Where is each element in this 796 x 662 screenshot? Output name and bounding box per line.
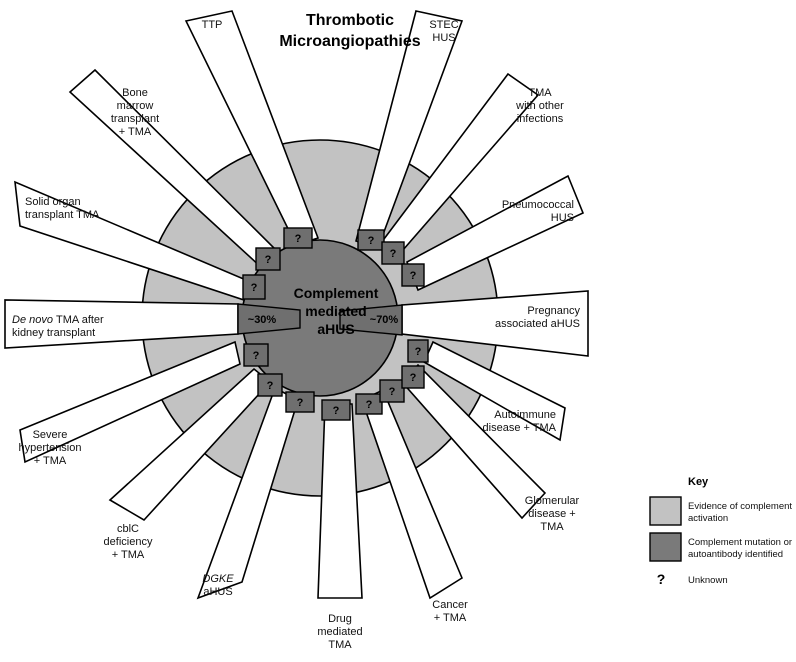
spoke-ttp: [184, 10, 320, 246]
label-bone-marrow-tma-line-4: + TMA: [119, 126, 152, 138]
legend-mutation-line-1: Complement mutation or: [688, 537, 792, 548]
unknown-mark: ?: [267, 380, 274, 392]
label-stec-hus-line-2: HUS: [432, 32, 455, 44]
legend-heading: Key: [688, 476, 709, 488]
unknown-mark: ?: [389, 386, 396, 398]
unknown-box: [257, 373, 283, 397]
label-cblc-deficiency-line-3: + TMA: [112, 549, 145, 561]
label-solid-organ-tma-line-1: Solid organ: [25, 196, 81, 208]
unknown-box: [242, 274, 266, 300]
label-bone-marrow-tma-line-1: Bone: [122, 87, 148, 99]
label-drug-tma-line-2: mediated: [317, 626, 362, 638]
unknown-box: [401, 365, 425, 389]
unknown-mark: ?: [251, 282, 258, 294]
unknown-mark: ?: [410, 270, 417, 282]
label-pneumococcal-hus-line-2: HUS: [551, 212, 574, 224]
right-percent-wedge: ~70%: [339, 304, 403, 336]
label-ttp-line-1: TTP: [202, 19, 223, 31]
unknown-box: [407, 339, 429, 363]
label-pregnancy-ahus-line-2: associated aHUS: [495, 318, 580, 330]
center-line-2: mediated: [305, 303, 366, 319]
left-percent-wedge: ~30%: [237, 303, 301, 335]
label-glomerular-tma-line-1: Glomerular: [525, 495, 580, 507]
legend-unknown-label: Unknown: [688, 575, 728, 586]
legend-swatch-evidence: [649, 496, 682, 526]
spoke-pneumococcal-hus: [405, 174, 585, 292]
unknown-mark: ?: [333, 405, 340, 417]
unknown-box: [357, 229, 385, 251]
legend: Key Evidence of complement activation Co…: [649, 476, 792, 587]
label-pneumococcal-hus-line-1: Pneumococcal: [502, 199, 574, 211]
unknown-box: [243, 343, 269, 367]
label-bone-marrow-tma-line-3: transplant: [111, 113, 159, 125]
spoke-drug-tma: [317, 403, 363, 599]
label-severe-hypertension-line-2: hypertension: [19, 442, 82, 454]
unknown-mark: ?: [410, 372, 417, 384]
label-glomerular-tma-line-2: disease +: [528, 508, 575, 520]
percent-right-label: ~70%: [370, 314, 399, 326]
label-bone-marrow-tma-line-2: marrow: [117, 100, 154, 112]
label-severe-hypertension-line-1: Severe: [33, 429, 68, 441]
unknown-box: [381, 241, 405, 265]
label-stec-hus-line-1: STEC: [429, 19, 458, 31]
unknown-mark: ?: [297, 397, 304, 409]
unknown-markers-group: ??????????????: [242, 227, 429, 421]
unknown-mark: ?: [253, 350, 260, 362]
legend-question-mark: ?: [657, 571, 666, 587]
label-autoimmune-tma-line-2: disease + TMA: [483, 422, 557, 434]
center-line-3: aHUS: [317, 321, 354, 337]
label-glomerular-tma-line-3: TMA: [540, 521, 564, 533]
label-cancer-tma-line-2: + TMA: [434, 612, 467, 624]
label-de-novo-tma-line-2: kidney transplant: [12, 327, 95, 339]
label-tma-other-infections-line-2: with other: [515, 100, 564, 112]
diagram-title-line-1: Thrombotic: [306, 12, 394, 29]
unknown-box: [255, 247, 281, 271]
spokes-group: [4, 10, 589, 600]
label-tma-other-infections-line-3: infections: [517, 113, 564, 125]
diagram-title-line-2: Microangiopathies: [279, 33, 420, 50]
unknown-mark: ?: [390, 248, 397, 260]
unknown-mark: ?: [265, 254, 272, 266]
label-drug-tma-line-3: TMA: [328, 639, 352, 651]
unknown-box: [283, 227, 313, 249]
label-solid-organ-tma-line-2: transplant TMA: [25, 209, 100, 221]
label-dgke-ahus-line-1: DGKE: [202, 573, 234, 585]
label-autoimmune-tma-line-1: Autoimmune: [494, 409, 556, 421]
unknown-mark: ?: [366, 399, 373, 411]
label-severe-hypertension-line-3: + TMA: [34, 455, 67, 467]
unknown-box: [321, 399, 351, 421]
label-cancer-tma-line-1: Cancer: [432, 599, 468, 611]
label-cblc-deficiency-line-1: cblC: [117, 523, 139, 535]
unknown-box: [401, 263, 425, 287]
unknown-box: [285, 391, 315, 413]
spoke-severe-hypertension: [19, 340, 241, 464]
label-dgke-ahus-line-2: aHUS: [203, 586, 232, 598]
percent-left-label: ~30%: [248, 314, 277, 326]
unknown-box: [379, 379, 405, 403]
legend-swatch-mutation: [649, 532, 682, 562]
unknown-mark: ?: [415, 346, 422, 358]
unknown-mark: ?: [295, 233, 302, 245]
legend-mutation-line-2: autoantibody identified: [688, 549, 783, 560]
center-line-1: Complement: [294, 285, 379, 301]
label-pregnancy-ahus-line-1: Pregnancy: [527, 305, 580, 317]
label-tma-other-infections-line-1: TMA: [528, 87, 552, 99]
label-drug-tma-line-1: Drug: [328, 613, 352, 625]
legend-evidence-line-2: activation: [688, 513, 728, 524]
label-cblc-deficiency-line-2: deficiency: [104, 536, 153, 548]
legend-evidence-line-1: Evidence of complement: [688, 501, 792, 512]
unknown-box: [355, 393, 383, 415]
unknown-mark: ?: [368, 235, 375, 247]
label-de-novo-tma-line-1: De novo TMA after: [12, 314, 104, 326]
